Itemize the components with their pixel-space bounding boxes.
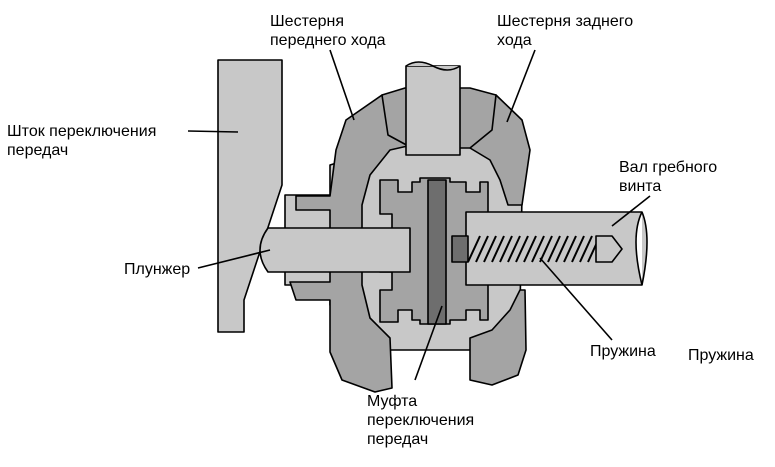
- plunger: [259, 227, 411, 273]
- label-spring-extra: Пружина: [688, 347, 754, 364]
- label-spring: Пружина: [590, 343, 656, 360]
- label-clutch: Муфта переключения передач: [367, 393, 475, 448]
- leader-reverse-gear: [506, 49, 536, 123]
- label-prop-shaft: Вал гребного винта: [619, 159, 718, 195]
- leader-clutch: [414, 305, 443, 381]
- drive-shaft: [405, 65, 461, 156]
- spring-cap: [595, 235, 623, 263]
- spring: [467, 235, 601, 263]
- plunger-pin: [451, 235, 469, 263]
- leader-lines: [187, 49, 651, 381]
- leader-prop-shaft: [611, 195, 651, 227]
- label-reverse-gear: Шестерня заднего хода: [497, 13, 634, 49]
- drive-shaft-top: [405, 61, 461, 71]
- reverse-gear-lower: [469, 289, 527, 386]
- shift-rod: [217, 59, 283, 333]
- leader-spring: [539, 257, 613, 341]
- clutch-center: [427, 179, 447, 325]
- label-plunger: Плунжер: [124, 261, 191, 278]
- label-forward-gear: Шестерня переднего хода: [270, 13, 386, 49]
- label-shift-rod: Шток переключения передач: [7, 123, 157, 159]
- propeller-shaft-end: [635, 211, 643, 286]
- leader-plunger: [197, 249, 271, 269]
- leader-shift-rod: [187, 130, 239, 133]
- leader-forward-gear: [329, 49, 355, 121]
